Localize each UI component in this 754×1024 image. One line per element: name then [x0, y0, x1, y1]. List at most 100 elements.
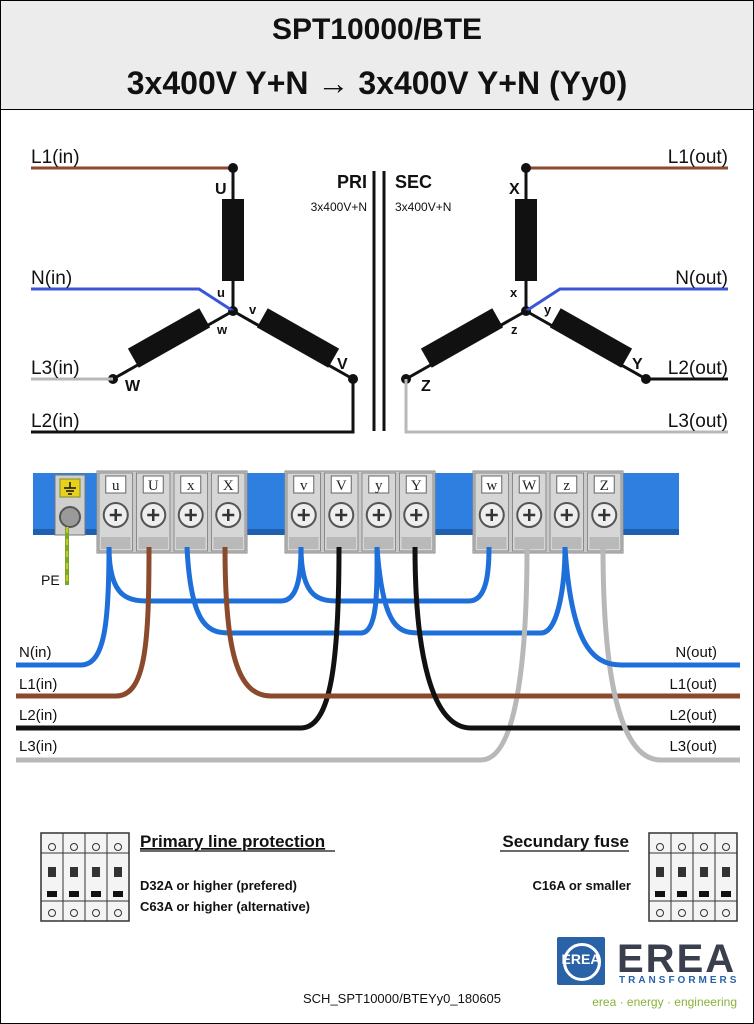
- bus-label-l2-out: L2(out): [669, 707, 717, 724]
- terminal-label-Y: Y: [411, 478, 422, 494]
- terminal-base: [289, 537, 319, 549]
- terminal-label-box: [518, 475, 540, 494]
- primary-schematic: L1(in) N(in) L3(in) L2(in) U u v w V W P…: [31, 147, 367, 434]
- terminal-label-box: [556, 475, 578, 494]
- primary-protection-line-2: C63A or higher (alternative): [140, 899, 310, 914]
- bus-label-l1-in: L1(in): [19, 676, 57, 693]
- label-l3-out: L3(out): [668, 411, 728, 432]
- label-U: U: [215, 181, 227, 198]
- coil-z: [420, 308, 504, 368]
- screw-cross-icon: [335, 509, 348, 521]
- terminal-base: [514, 537, 544, 549]
- terminal-label-Z: Z: [600, 478, 609, 494]
- label-l1-in: L1(in): [31, 147, 80, 168]
- cable-l2-out: [412, 546, 740, 731]
- brand-subline: TRANSFORMERS: [619, 975, 740, 986]
- terminal-label-u: u: [112, 478, 120, 494]
- label-X: X: [509, 181, 520, 198]
- label-w: w: [216, 322, 228, 337]
- label-l2-in: L2(in): [31, 411, 80, 432]
- terminal-label-box: [481, 475, 503, 494]
- screw-cross-icon: [184, 509, 197, 521]
- screw-cross-icon: [598, 509, 611, 521]
- label-z: z: [511, 322, 518, 337]
- n-out-line: [525, 287, 728, 313]
- terminal-label-y: y: [375, 478, 383, 494]
- secondary-breaker-icon: [648, 832, 738, 922]
- terminal-label-x: x: [187, 478, 195, 494]
- terminal-label-box: [293, 475, 315, 494]
- coil-w: [127, 308, 211, 368]
- terminal-base: [477, 537, 507, 549]
- label-pri: PRI: [337, 172, 367, 192]
- label-n-out: N(out): [675, 268, 728, 289]
- brand-block: EREA EREA TRANSFORMERS erea · energy · e…: [557, 937, 737, 1015]
- screw-cross-icon: [410, 509, 423, 521]
- label-l3-in: L3(in): [31, 358, 80, 379]
- l2-in-line: [31, 379, 355, 434]
- label-y: y: [544, 302, 552, 317]
- terminal-base: [401, 537, 431, 549]
- screw-cross-icon: [147, 509, 160, 521]
- cable-l3-in: [16, 546, 530, 763]
- terminal-base: [138, 537, 168, 549]
- header: SPT10000/BTE 3x400V Y+N → 3x400V Y+N (Yy…: [1, 1, 753, 110]
- primary-protection-title: Primary line protection: [140, 832, 325, 851]
- label-v: v: [249, 302, 257, 317]
- terminal-label-box: [368, 475, 390, 494]
- label-sec-rating: 3x400V+N: [395, 200, 451, 214]
- brand-name: EREA: [617, 937, 737, 981]
- cable-n-in: [16, 546, 112, 668]
- terminal-label-box: [405, 475, 427, 494]
- logo-ring: [563, 943, 601, 981]
- pe-screw: [59, 506, 81, 528]
- bus-label-l3-in: L3(in): [19, 738, 57, 755]
- l3-out-line: [404, 379, 728, 434]
- bus-label-n-out: N(out): [675, 644, 717, 661]
- logo-text: EREA: [561, 951, 601, 967]
- screw-cross-icon: [560, 509, 573, 521]
- terminal-base: [176, 537, 206, 549]
- terminal-label-box: [105, 475, 127, 494]
- bridge-x-y-z: [184, 546, 380, 636]
- page-title: SPT10000/BTE: [271, 13, 483, 46]
- bus-label-l3-out: L3(out): [669, 738, 717, 755]
- cable-l1-in: [16, 546, 152, 699]
- secondary-fuse-title: Secundary fuse: [502, 832, 629, 851]
- terminal-label-z: z: [563, 478, 570, 494]
- screw-cross-icon: [372, 509, 385, 521]
- label-l1-out: L1(out): [668, 147, 728, 168]
- terminal-label-V: V: [336, 478, 347, 494]
- coil-x: [515, 199, 537, 281]
- bridge-u-v-w-2: [298, 546, 492, 604]
- document-code: SCH_SPT10000/BTEYy0_180605: [303, 991, 502, 1006]
- coil-v: [256, 308, 340, 368]
- coil-u: [222, 199, 244, 281]
- primary-protection-line-1: D32A or higher (prefered): [140, 878, 297, 893]
- bus-label-l2-in: L2(in): [19, 707, 57, 724]
- terminal-base: [213, 537, 243, 549]
- erea-logo-icon: EREA: [557, 937, 605, 985]
- n-in-line: [31, 287, 234, 313]
- screw-cross-icon: [222, 509, 235, 521]
- earth-symbol-icon: [64, 482, 76, 495]
- label-n-in: N(in): [31, 268, 72, 289]
- screw-cross-icon: [297, 509, 310, 521]
- label-sec: SEC: [395, 172, 432, 192]
- pe-label: PE: [41, 572, 60, 588]
- label-pri-rating: 3x400V+N: [311, 200, 367, 214]
- label-Y: Y: [632, 356, 643, 373]
- terminal-base: [101, 537, 131, 549]
- bridge-x-y-z-2: [374, 546, 568, 636]
- label-l2-out: L2(out): [668, 358, 728, 379]
- label-Z: Z: [421, 378, 431, 395]
- terminal-base: [552, 537, 582, 549]
- terminal-label-w: w: [486, 478, 497, 494]
- terminal-label-box: [142, 475, 164, 494]
- screw-cross-icon: [485, 509, 498, 521]
- bridge-u-v-w: [106, 546, 304, 604]
- primary-breaker-icon: [40, 832, 130, 922]
- terminal-base: [326, 537, 356, 549]
